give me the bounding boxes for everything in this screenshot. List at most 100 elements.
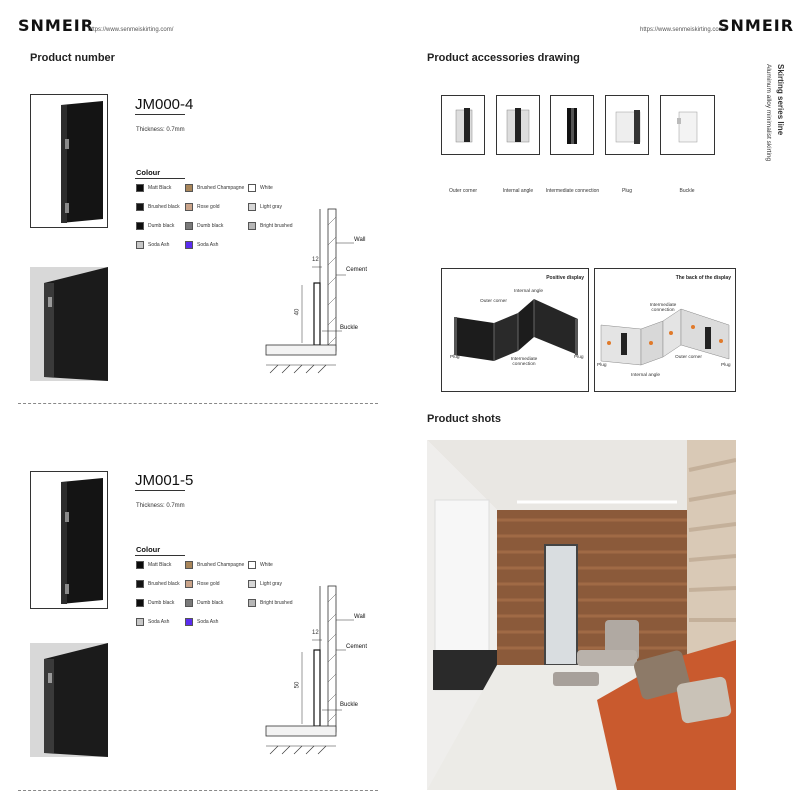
swatch xyxy=(136,580,144,588)
swatch xyxy=(248,222,256,230)
profile-illustration xyxy=(61,101,103,223)
outer-corner-label: Outer corner xyxy=(675,355,702,360)
swatch-label: Dumb black xyxy=(197,600,224,606)
installation-drawing: Wall Cement Buckle 12 50 xyxy=(262,582,372,762)
swatch-label: White xyxy=(260,185,273,191)
swatch-label: Soda Ash xyxy=(148,619,170,625)
intermediate-label: Intermediate connection xyxy=(510,357,538,367)
right-logo: SNMEIR xyxy=(718,16,795,35)
swatch xyxy=(185,618,193,626)
swatch-label: Dumb black xyxy=(148,223,175,229)
swatch-label: Matt Black xyxy=(148,185,172,191)
swatch xyxy=(185,580,193,588)
plug-label-right: Plug xyxy=(574,355,584,360)
gap-dimension: 12 xyxy=(312,630,319,636)
height-dimension: 50 xyxy=(294,681,301,689)
swatch-label: Matt Black xyxy=(148,562,172,568)
internal-angle-label: Internal angle xyxy=(514,289,544,294)
wall-label: Wall xyxy=(354,614,366,620)
swatch xyxy=(185,222,193,230)
interior-scene-illustration xyxy=(427,440,736,790)
colour-title: Colour xyxy=(136,545,161,554)
accessory-label: Internal angle xyxy=(502,188,534,194)
installation-drawing-svg xyxy=(265,585,354,755)
side-subtitle: Aluminum alloy minimalist skirting xyxy=(765,64,772,162)
left-url[interactable]: https://www.senmeiskirting.com/ xyxy=(88,27,174,33)
swatch xyxy=(136,241,144,249)
positive-display-illustration xyxy=(454,299,578,361)
accessory-label: Intermediate connection xyxy=(545,188,600,194)
swatch-label: Dumb black xyxy=(197,223,224,229)
intermediate-label: Intermediate connection xyxy=(649,303,677,313)
left-logo: SNMEIR xyxy=(18,16,95,35)
back-display-panel: The back of the display Intermediate con… xyxy=(594,268,736,392)
swatch-label: Rose gold xyxy=(197,204,220,210)
product-photo-illustration xyxy=(30,267,108,381)
cement-label: Cement xyxy=(346,267,368,273)
wall-label: Wall xyxy=(354,237,366,243)
buckle-label: Buckle xyxy=(340,702,359,708)
swatch xyxy=(136,222,144,230)
swatch xyxy=(185,561,193,569)
swatch-label: Soda Ash xyxy=(197,619,219,625)
section-divider xyxy=(18,790,378,791)
product-profile-thumb xyxy=(30,471,108,609)
cement-label: Cement xyxy=(346,644,368,650)
model-underline xyxy=(135,114,185,115)
swatch xyxy=(248,561,256,569)
product-shots-title: Product shots xyxy=(427,413,501,425)
buckle-label: Buckle xyxy=(340,325,359,331)
swatch xyxy=(248,599,256,607)
plug-label-left: Plug xyxy=(450,355,460,360)
intermediate-connection-icon xyxy=(567,108,577,144)
colour-title: Colour xyxy=(136,168,161,177)
swatch-label: Bright brushed xyxy=(260,223,293,229)
swatch-label: Brushed black xyxy=(148,581,180,587)
swatch-label: Light gray xyxy=(260,204,282,210)
accessory-plug xyxy=(605,95,649,155)
accessory-intermediate-connection xyxy=(550,95,594,155)
accessory-internal-angle xyxy=(496,95,540,155)
swatch-label: Brushed black xyxy=(148,204,180,210)
model-underline xyxy=(135,490,185,491)
height-dimension: 40 xyxy=(294,308,301,316)
accessory-outer-corner xyxy=(441,95,485,155)
side-title: Skirting series line xyxy=(776,64,785,136)
swatch xyxy=(185,241,193,249)
internal-angle-label: Internal angle xyxy=(631,373,661,378)
back-display-title: The back of the display xyxy=(675,275,731,281)
plug-label-right: Plug xyxy=(721,363,731,368)
swatch-label: Soda Ash xyxy=(197,242,219,248)
swatch xyxy=(185,184,193,192)
swatch xyxy=(136,599,144,607)
swatch-label: Light gray xyxy=(260,581,282,587)
plug-icon xyxy=(615,110,641,144)
product-number-title: Product number xyxy=(30,52,115,64)
product-photo-illustration xyxy=(30,643,108,757)
swatch-label: Rose gold xyxy=(197,581,220,587)
colour-underline xyxy=(135,178,185,179)
swatch xyxy=(136,618,144,626)
installation-drawing-svg xyxy=(265,208,354,374)
section-divider xyxy=(18,403,378,404)
back-display-illustration xyxy=(600,308,730,366)
swatch xyxy=(248,580,256,588)
swatch-label: Soda Ash xyxy=(148,242,170,248)
swatch-label: White xyxy=(260,562,273,568)
buckle-icon xyxy=(677,111,698,143)
swatch-label: Dumb black xyxy=(148,600,175,606)
swatch xyxy=(185,203,193,211)
positive-display-title: Positive display xyxy=(546,275,584,281)
swatch xyxy=(136,184,144,192)
swatch xyxy=(248,184,256,192)
product-thickness: Thickness: 0.7mm xyxy=(136,127,185,133)
accessories-title: Product accessories drawing xyxy=(427,52,580,64)
outer-corner-label: Outer corner xyxy=(480,299,507,304)
product-photo xyxy=(30,643,108,757)
right-url[interactable]: https://www.senmeiskirting.com/ xyxy=(640,27,726,33)
product-photo xyxy=(30,267,108,381)
swatch-label: Brushed Champagne xyxy=(197,562,245,568)
product-thickness: Thickness: 0.7mm xyxy=(136,503,185,509)
colour-underline xyxy=(135,555,185,556)
swatch-label: Brushed Champagne xyxy=(197,185,245,191)
